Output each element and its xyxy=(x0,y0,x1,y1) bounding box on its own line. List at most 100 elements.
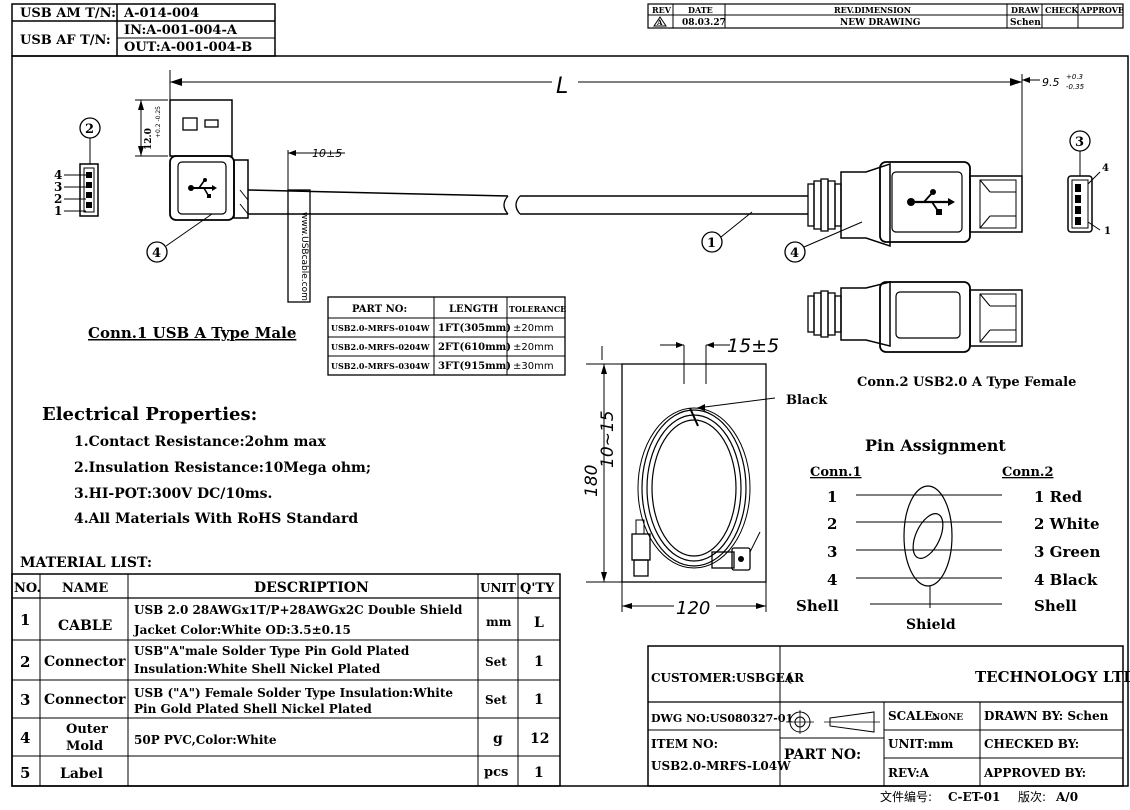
doc-no-label: 文件编号: xyxy=(880,789,932,804)
material-header-qty: Q'TY xyxy=(520,581,555,596)
scale-value: NONE xyxy=(932,713,963,723)
length-table-cell: USB2.0-MRFS-0104W xyxy=(331,323,431,333)
rev-date: 08.03.27 xyxy=(682,18,726,28)
title-block: CUSTOMER:USBGEAR ( TECHNOLOGY LTD. DWG N… xyxy=(647,645,1130,787)
usb-logo-icon-male xyxy=(188,178,217,198)
checked-by: CHECKED BY: xyxy=(984,737,1079,751)
rev-dimension: NEW DRAWING xyxy=(840,18,920,28)
right-pin-4: 4 xyxy=(1102,163,1109,174)
rev-mark: A xyxy=(656,18,663,27)
coil-height: 180 xyxy=(582,465,602,497)
material-row-unit: pcs xyxy=(484,765,508,780)
material-row-unit: Set xyxy=(485,693,507,707)
unit-label: UNIT:mm xyxy=(888,737,954,751)
pin-conn2-label: Conn.2 xyxy=(1002,465,1054,480)
length-table-cell: ±30mm xyxy=(513,361,554,372)
svg-text:4: 4 xyxy=(790,246,799,261)
female-connector-drawing xyxy=(807,161,1023,248)
pin-conn1-label: Conn.1 xyxy=(810,465,862,480)
left-pin-2: 2 xyxy=(54,192,62,206)
draw-header: DRAW xyxy=(1011,5,1040,15)
rev-triangle-icon xyxy=(653,16,667,27)
length-table-header-length: LENGTH xyxy=(449,304,498,315)
electrical-title: Electrical Properties: xyxy=(42,404,257,425)
callout-1-cable: 1 xyxy=(701,211,753,253)
electrical-item: 2.Insulation Resistance:10Mega ohm; xyxy=(74,460,371,476)
am-value: A-014-004 xyxy=(123,6,199,21)
rev-label: REV:A xyxy=(888,766,930,780)
coiled-cable-drawing: 15±5 180 10~15 120 Black xyxy=(582,335,828,619)
material-row-desc: USB 2.0 28AWGx1T/P+28AWGx2C Double Shiel… xyxy=(134,603,463,617)
coil-band: 10~15 xyxy=(598,410,618,468)
af-width-tol-upper: +0.3 xyxy=(1066,73,1083,81)
am-height-tol: +0.2 -0.25 xyxy=(155,106,162,138)
pin-left: 4 xyxy=(827,571,837,589)
pin-right: 4 Black xyxy=(1034,571,1098,589)
pin-left-shell: Shell xyxy=(796,597,839,615)
material-row-qty: 12 xyxy=(530,731,549,747)
material-row-unit: mm xyxy=(486,615,512,629)
pin-assignment: Pin Assignment Conn.1 Conn.2 1 2 3 4 She… xyxy=(796,436,1100,633)
length-table-cell: 1FT(305mm) xyxy=(438,323,511,334)
cable-drawing: www.USBcable.com 10±5 xyxy=(247,147,808,303)
svg-text:3: 3 xyxy=(1075,135,1084,150)
material-row-desc: 50P PVC,Color:White xyxy=(134,733,277,747)
length-table-cell: USB2.0-MRFS-0204W xyxy=(331,342,431,352)
material-row-no: 2 xyxy=(20,653,30,671)
cable-label-text: www.USBcable.com xyxy=(299,212,309,301)
scale-label: SCALE: xyxy=(888,709,938,723)
material-list: MATERIAL LIST: NO. NAME DESCRIPTION UNIT… xyxy=(11,555,561,787)
material-row-unit: g xyxy=(493,731,503,747)
callout-4-male: 4 xyxy=(146,213,213,263)
date-header: DATE xyxy=(688,5,713,15)
electrical-item: 4.All Materials With RoHS Standard xyxy=(74,511,358,527)
length-table-cell: ±20mm xyxy=(513,342,554,353)
drawn-by: DRAWN BY: Schen xyxy=(984,709,1109,723)
length-table-cell: 3FT(915mm) xyxy=(438,361,511,372)
callout-4-female: 4 xyxy=(784,221,863,263)
coil-offset: 15±5 xyxy=(727,335,779,357)
approved-by: APPROVED BY: xyxy=(983,766,1086,780)
af-out-value: OUT:A-001-004-B xyxy=(124,40,252,55)
dimension-header: REV.DIMENSION xyxy=(834,5,911,15)
material-row-no: 5 xyxy=(20,764,30,782)
conn1-caption: Conn.1 USB A Type Male xyxy=(88,324,296,342)
usb-logo-icon-female xyxy=(907,189,955,215)
rev-header: REV xyxy=(652,5,672,15)
pin-left: 2 xyxy=(827,515,837,533)
male-pin-face-view: 4 3 2 1 xyxy=(54,138,99,218)
label-offset: 10±5 xyxy=(312,147,342,160)
left-pin-3: 3 xyxy=(54,180,62,194)
svg-text:1: 1 xyxy=(707,236,716,251)
material-row-no: 1 xyxy=(20,611,30,629)
male-connector-drawing: 12.0 +0.2 -0.25 xyxy=(135,99,249,221)
svg-text:4: 4 xyxy=(152,246,161,261)
pin-assignment-title: Pin Assignment xyxy=(865,436,1006,455)
black-label: Black xyxy=(786,393,828,408)
revision-block: REV DATE REV.DIMENSION DRAW CHECK APPROV… xyxy=(647,3,1124,29)
drawing-number: DWG NO:US080327-01 xyxy=(651,712,793,725)
material-row-desc: Insulation:White Shell Nickel Plated xyxy=(134,662,381,676)
pin-left: 1 xyxy=(827,488,837,506)
check-header: CHECK xyxy=(1045,5,1079,15)
material-row-desc: Pin Gold Plated Shell Nickel Plated xyxy=(134,702,372,716)
material-row-name: Mold xyxy=(66,739,103,754)
pin-right-shell: Shell xyxy=(1034,597,1077,615)
right-pin-1: 1 xyxy=(1104,226,1111,237)
female-pin-face-view: 4 1 xyxy=(1067,151,1111,237)
coil-width: 120 xyxy=(676,598,710,619)
material-row-name: Label xyxy=(60,766,103,782)
af-width-tol-lower: -0.35 xyxy=(1066,83,1085,91)
length-dimension: L 9.5 +0.3 -0.35 xyxy=(169,70,1085,180)
document-footer: 文件编号: C-ET-01 版次: A/0 xyxy=(880,789,1078,804)
pin-right: 1 Red xyxy=(1034,488,1083,506)
material-row-no: 3 xyxy=(20,691,30,709)
am-label: USB AM T/N: xyxy=(20,6,116,21)
am-height-value: 12.0 xyxy=(144,128,154,150)
item-no-value: USB2.0-MRFS-L04W xyxy=(651,759,791,773)
pin-right: 3 Green xyxy=(1034,543,1100,561)
length-label: L xyxy=(556,74,568,99)
approve-header: APPROVE xyxy=(1079,5,1124,15)
part-no-label: PART NO: xyxy=(784,747,861,763)
